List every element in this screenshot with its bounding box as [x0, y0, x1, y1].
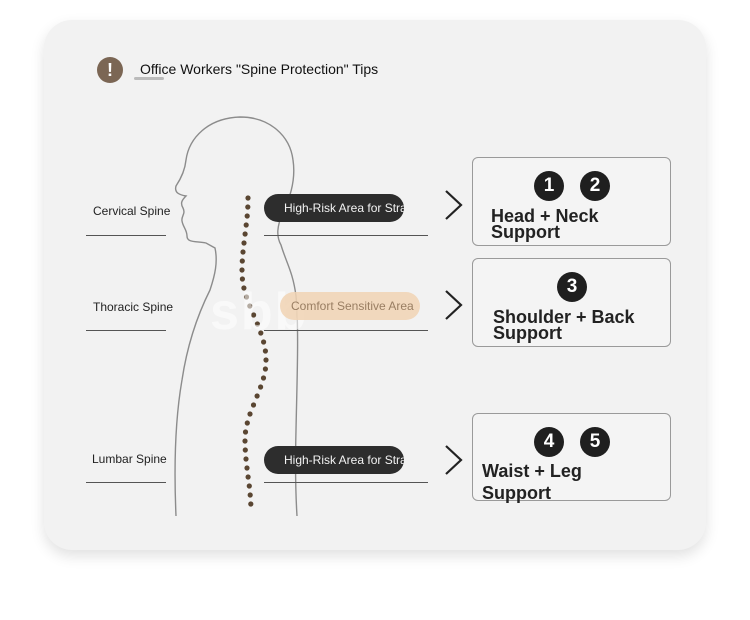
spine-dot [242, 447, 248, 453]
pill-lumbar-risk: High-Risk Area for Strain [264, 446, 404, 474]
spine-dot [262, 348, 268, 354]
number-badge: 2 [580, 171, 610, 201]
spine-dot [254, 393, 260, 399]
spine-dot [250, 402, 257, 408]
number-badge: 5 [580, 427, 610, 457]
spine-dot [239, 267, 245, 273]
spine-dot [247, 492, 253, 498]
label-thoracic-spine: Thoracic Spine [93, 300, 174, 314]
support-box-text: Shoulder + Back Support [493, 307, 635, 343]
number-badge: 4 [534, 427, 564, 457]
spine-dot [261, 339, 267, 345]
spine-dot [242, 429, 249, 435]
spine-dot [240, 249, 246, 255]
diagram-title: Office Workers "Spine Protection" Tips [140, 61, 379, 77]
number-badge: 1 [534, 171, 564, 201]
label-cervical-spine: Cervical Spine [93, 204, 171, 218]
spine-dot [244, 465, 250, 471]
pill-thoracic-comfort: Comfort Sensitive Area [280, 292, 420, 320]
label-line-thoracic [86, 330, 166, 331]
spine-dot [244, 420, 250, 426]
chevron-right-icon [445, 190, 463, 220]
title-icon-tail [134, 77, 164, 80]
spine-dot [262, 366, 268, 372]
spine-dot [239, 258, 245, 264]
spine-dot [241, 240, 247, 246]
spine-dot [245, 195, 251, 201]
chevron-right-icon [445, 290, 463, 320]
spine-dot [243, 222, 249, 228]
pill-line-thoracic [264, 330, 428, 331]
spine-dot [245, 474, 251, 480]
spine-dot [247, 303, 253, 309]
spine-dot [254, 321, 260, 327]
pill-line-cervical [264, 235, 428, 236]
spine-dot [260, 375, 267, 381]
spine-dot [258, 330, 264, 336]
spine-dot [241, 285, 247, 291]
spine-dot [248, 501, 254, 507]
number-badge: 3 [557, 272, 587, 302]
spine-dot [243, 294, 250, 300]
spine-dot [251, 312, 257, 318]
spine-dot [247, 411, 253, 417]
spine-dot [263, 357, 269, 363]
support-box-head-neck: 1 2 Head + Neck Support [472, 157, 671, 246]
label-lumbar-spine: Lumbar Spine [92, 452, 167, 466]
pill-cervical-risk: High-Risk Area for Strain [264, 194, 404, 222]
spine-dot [258, 384, 264, 390]
label-line-lumbar [86, 482, 166, 483]
spine-dot [239, 276, 245, 282]
support-box-text: Waist + Leg Support [482, 461, 582, 503]
spine-dot [243, 456, 249, 462]
label-line-cervical [86, 235, 166, 236]
support-box-waist-leg: 4 5 Waist + Leg Support [472, 413, 671, 503]
spine-dot [244, 213, 250, 219]
chevron-right-icon [445, 445, 463, 475]
spine-dot [245, 204, 251, 210]
support-box-text: Head + Neck Support [491, 206, 599, 242]
alert-icon: ! [97, 57, 123, 83]
pill-line-lumbar [264, 482, 428, 483]
support-box-shoulder-back: 3 Shoulder + Back Support [472, 258, 671, 347]
spine-dots [239, 195, 269, 507]
spine-dot [242, 231, 248, 237]
spine-dot [242, 438, 248, 444]
body-outline-front [174, 116, 299, 517]
spine-dot [246, 483, 252, 489]
